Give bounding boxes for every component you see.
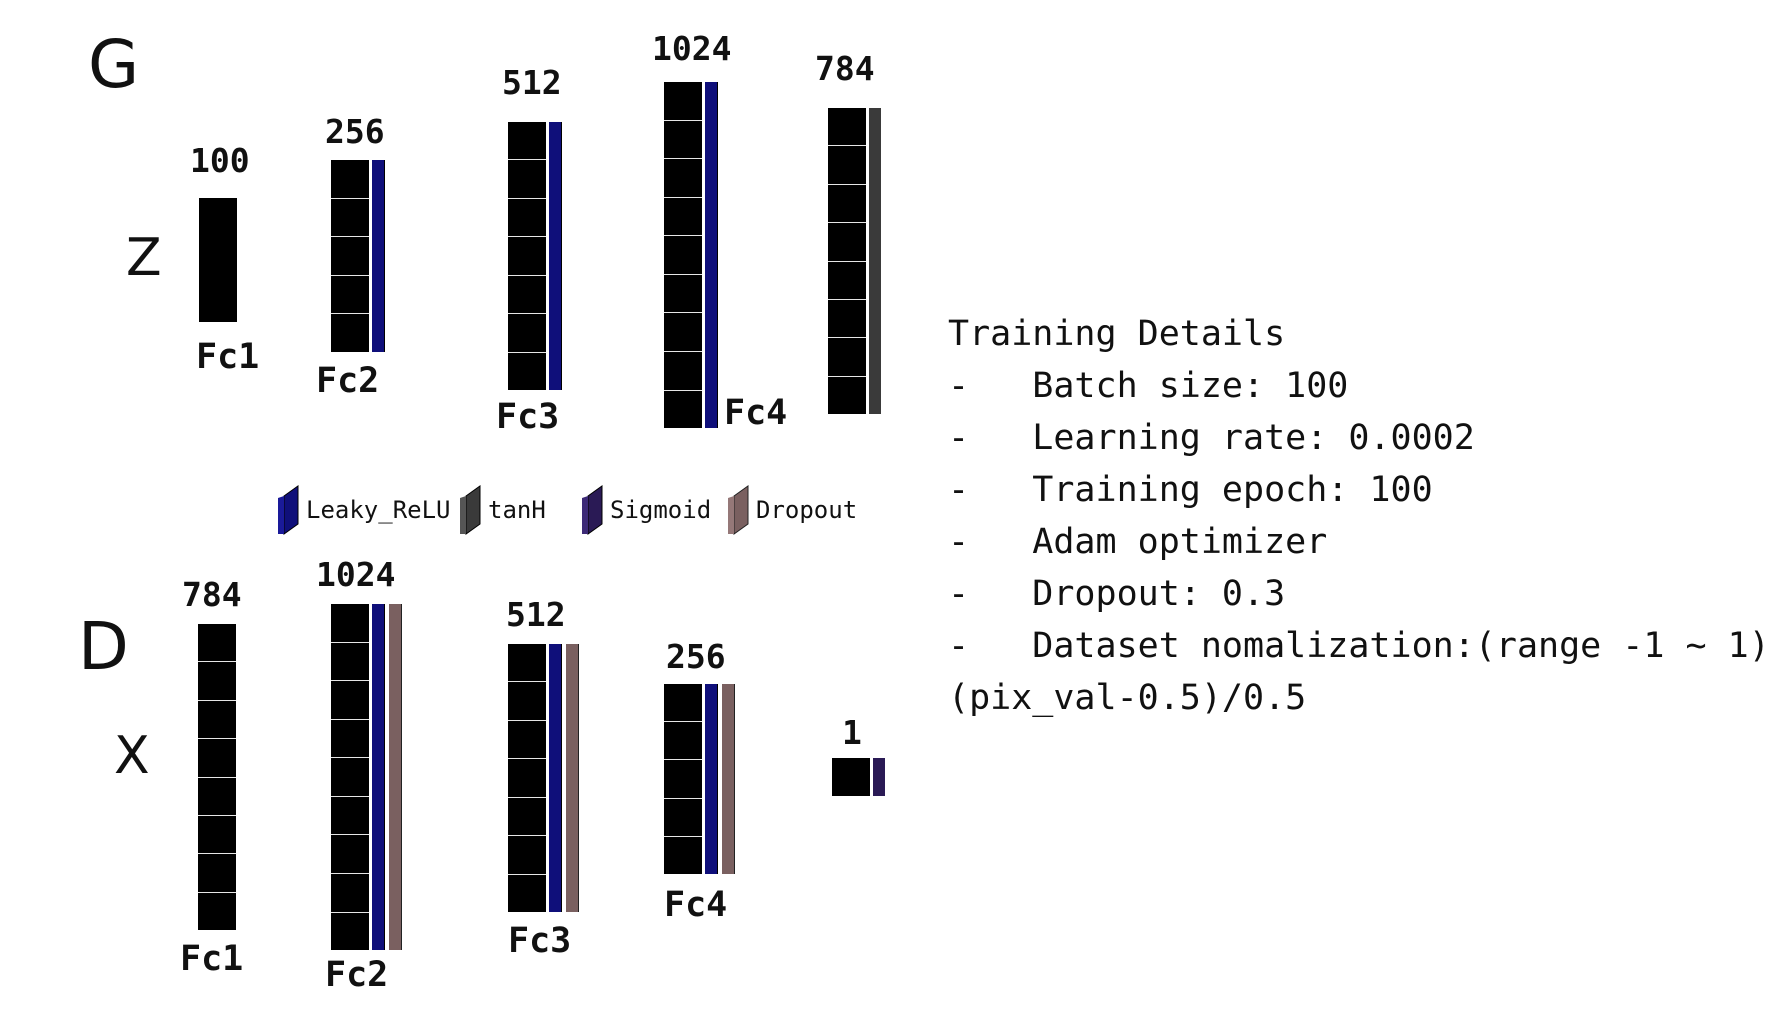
legend-item-leaky-relu: Leaky_ReLU: [278, 485, 451, 535]
layer-name: Fc2: [325, 955, 389, 995]
leaky-relu-strip: [370, 160, 385, 352]
layer-size: 512: [506, 595, 566, 634]
sigmoid-strip: [871, 758, 885, 796]
training-detail-line: - Training epoch: 100: [948, 470, 1433, 510]
layer-size: 100: [190, 141, 250, 180]
layer-name: Fc1: [196, 337, 260, 377]
discriminator-label: D: [78, 608, 129, 685]
generator-label: G: [88, 26, 140, 103]
dropout-strip: [719, 684, 735, 874]
generator-fc1-block: [199, 198, 237, 322]
layer-name: Fc4: [724, 393, 788, 433]
legend-label: Sigmoid: [610, 496, 712, 524]
layer-size: 1024: [316, 555, 396, 594]
training-detail-line: - Adam optimizer: [948, 522, 1328, 562]
neuron-cells: [664, 82, 702, 428]
legend-label: tanH: [488, 496, 546, 524]
discriminator-fc1-block: [198, 624, 236, 930]
legend-label: Dropout: [756, 496, 858, 524]
neuron-cells: [508, 122, 546, 390]
legend-item-sigmoid: Sigmoid: [582, 485, 712, 535]
training-detail-line: - Learning rate: 0.0002: [948, 418, 1475, 458]
sigmoid-swatch-icon: [582, 485, 603, 535]
leaky-relu-swatch-icon: [278, 485, 299, 535]
layer-size: 256: [666, 637, 726, 676]
training-detail-line: - Dropout: 0.3: [948, 574, 1286, 614]
leaky-relu-strip: [547, 122, 562, 390]
legend-label: Leaky_ReLU: [306, 496, 451, 524]
layer-size: 512: [502, 63, 562, 102]
layer-name: Fc2: [316, 361, 380, 401]
dropout-strip: [563, 644, 579, 912]
training-detail-line: (pix_val-0.5)/0.5: [948, 678, 1307, 718]
tanh-swatch-icon: [460, 485, 481, 535]
neuron-cells: [331, 160, 369, 352]
dropout-strip: [386, 604, 402, 950]
leaky-relu-strip: [547, 644, 562, 912]
discriminator-input-label: X: [114, 726, 150, 786]
training-details: Training Details - Batch size: 100 - Lea…: [948, 308, 1770, 724]
leaky-relu-strip: [703, 684, 718, 874]
dropout-swatch-icon: [728, 485, 749, 535]
layer-size: 1024: [652, 29, 732, 68]
leaky-relu-strip: [370, 604, 385, 950]
legend-item-tanh: tanH: [460, 485, 546, 535]
training-detail-line: - Batch size: 100: [948, 366, 1349, 406]
generator-input-label: Z: [126, 228, 162, 288]
neuron-cells: [664, 684, 702, 874]
leaky-relu-strip: [703, 82, 718, 428]
neuron-cells: [508, 644, 546, 912]
neuron-cells: [198, 624, 236, 930]
layer-name: Fc4: [664, 885, 728, 925]
layer-name: Fc3: [496, 397, 560, 437]
layer-size: 1: [842, 713, 862, 752]
layer-size: 256: [325, 112, 385, 151]
training-detail-line: - Dataset nomalization:(range -1 ~ 1): [948, 626, 1770, 666]
layer-size: 784: [815, 49, 875, 88]
layer-name: Fc1: [180, 939, 244, 979]
legend-item-dropout: Dropout: [728, 485, 858, 535]
training-details-title: Training Details: [948, 314, 1286, 354]
layer-name: Fc3: [508, 921, 572, 961]
tanh-strip: [867, 108, 881, 414]
neuron-cells: [828, 108, 866, 414]
neuron-cells: [331, 604, 369, 950]
neuron-cells: [832, 758, 870, 796]
layer-size: 784: [182, 575, 242, 614]
